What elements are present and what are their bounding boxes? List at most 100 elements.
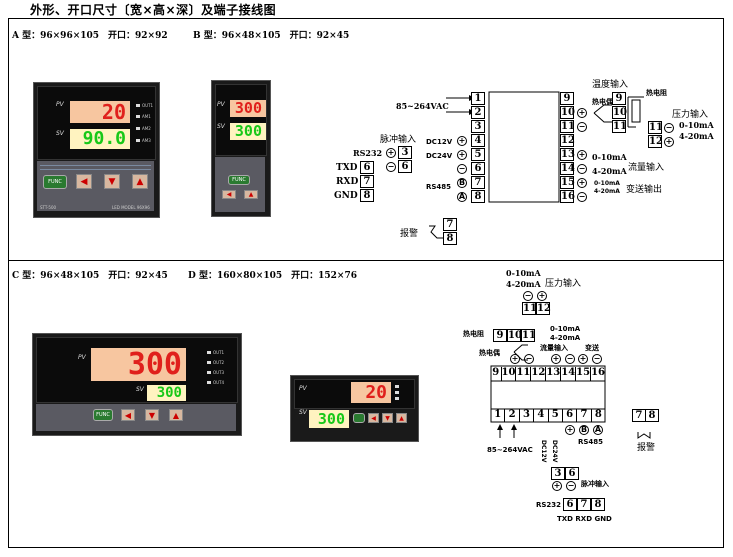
dc12-label: DC12V bbox=[540, 440, 547, 463]
terminal: 11 bbox=[521, 329, 536, 342]
instrument-c: PV 300 SV 300 OUT1 OUT2 OUT3 OUT4 FUNC ◀… bbox=[32, 333, 242, 436]
pv-tag: PV bbox=[217, 101, 225, 108]
led-indicator bbox=[136, 104, 140, 107]
sv-display: 300 bbox=[309, 410, 349, 428]
pressure-label: 压力输入 bbox=[672, 110, 709, 120]
up-arrow-icon: ▲ bbox=[136, 176, 144, 187]
left-key[interactable]: ◀ bbox=[368, 413, 379, 423]
rxd-label: RXD bbox=[336, 177, 359, 187]
led-label: AM1 bbox=[142, 114, 151, 119]
func-key[interactable] bbox=[353, 413, 365, 423]
minus-symbol: − bbox=[523, 291, 533, 301]
up-key[interactable]: ▲ bbox=[244, 190, 258, 199]
terminal: 5 bbox=[471, 148, 485, 161]
temp-input-label: 温度输入 bbox=[592, 80, 629, 90]
minus-symbol: − bbox=[457, 164, 467, 174]
left-key[interactable]: ◀ bbox=[76, 174, 92, 189]
pulse-label: 脉冲输入 bbox=[380, 135, 417, 145]
stripe bbox=[40, 169, 151, 170]
led-indicator bbox=[136, 139, 140, 142]
flow-ma1: 0-10mA bbox=[592, 152, 627, 162]
left-key[interactable]: ◀ bbox=[222, 190, 236, 199]
rs232-label: RS232 bbox=[353, 148, 383, 158]
left-arrow-icon: ◀ bbox=[80, 176, 88, 187]
minus-symbol: − bbox=[577, 122, 587, 132]
instrument-a: PV 20 SV 90.0 OUT1 AM1 AM2 AM3 FUNC ◀ ▼ … bbox=[33, 82, 160, 218]
gnd-label: GND bbox=[334, 191, 358, 201]
led-indicator bbox=[136, 127, 140, 130]
pressure-ma1: 0-10mA bbox=[506, 268, 541, 278]
terminal: 3 bbox=[398, 146, 412, 159]
led-label: OUT1 bbox=[213, 350, 225, 355]
terminal: 14 bbox=[561, 367, 577, 381]
plus-symbol: + bbox=[578, 354, 588, 364]
terminal: 12 bbox=[648, 135, 663, 148]
minus-symbol: − bbox=[524, 354, 534, 364]
a-symbol: A bbox=[593, 425, 603, 435]
pv-display: 20 bbox=[70, 101, 130, 123]
terminal: 7 bbox=[632, 409, 646, 422]
led-label: AM3 bbox=[142, 138, 151, 143]
txd-rxd-gnd-label: TXD RXD GND bbox=[557, 515, 612, 523]
func-key[interactable]: FUNC bbox=[228, 175, 250, 185]
pressure-ma2: 4-20mA bbox=[506, 279, 541, 289]
terminal: 13 bbox=[560, 148, 575, 161]
terminal: 15 bbox=[576, 367, 592, 381]
terminal: 16 bbox=[591, 367, 605, 378]
terminal-row-top: 9 10 11 12 13 14 15 16 bbox=[491, 367, 605, 381]
display-panel bbox=[215, 84, 267, 156]
down-key[interactable]: ▼ bbox=[382, 413, 393, 423]
down-key[interactable]: ▼ bbox=[145, 409, 159, 421]
terminal: 11 bbox=[522, 302, 537, 315]
section-divider bbox=[8, 260, 724, 261]
led-label: OUT2 bbox=[213, 360, 225, 365]
up-key[interactable]: ▲ bbox=[169, 409, 183, 421]
sv-tag: SV bbox=[136, 386, 144, 393]
func-key[interactable]: FUNC bbox=[43, 175, 67, 189]
terminal: 12 bbox=[536, 302, 551, 315]
up-key[interactable]: ▲ bbox=[396, 413, 407, 423]
terminal: 7 bbox=[577, 498, 591, 511]
terminal: 10 bbox=[507, 329, 522, 342]
section-c-heading: C 型：96×48×105 开口：92×45 bbox=[12, 271, 168, 281]
func-key[interactable]: FUNC bbox=[93, 409, 113, 421]
terminal: 8 bbox=[594, 409, 602, 420]
trans-ma2: 4-20mA bbox=[594, 188, 620, 195]
terminal: 9 bbox=[612, 92, 626, 105]
led-label: OUT3 bbox=[213, 370, 225, 375]
up-key[interactable]: ▲ bbox=[132, 174, 148, 189]
rtd-label: 热电阻 bbox=[646, 89, 667, 97]
dc12-label: DC12V bbox=[426, 138, 453, 146]
terminal: 3 bbox=[471, 120, 485, 133]
left-key[interactable]: ◀ bbox=[121, 409, 135, 421]
terminal: 2 bbox=[471, 106, 485, 119]
down-arrow-icon: ▼ bbox=[108, 176, 116, 187]
terminal: 9 bbox=[491, 367, 502, 381]
minus-symbol: − bbox=[577, 164, 587, 174]
terminal: 9 bbox=[493, 329, 507, 342]
plus-symbol: + bbox=[537, 291, 547, 301]
flow-ma2: 4-20mA bbox=[592, 166, 627, 176]
alarm-label: 报警 bbox=[637, 443, 656, 453]
down-key[interactable]: ▼ bbox=[104, 174, 120, 189]
up-arrow-icon: ▲ bbox=[248, 191, 254, 198]
terminal: 6 bbox=[563, 498, 577, 511]
instrument-b: PV 300 SV 300 FUNC ◀ ▲ bbox=[211, 80, 271, 217]
alarm-label: 报警 bbox=[400, 229, 419, 239]
terminal: 10 bbox=[502, 367, 517, 381]
terminal: 3 bbox=[551, 467, 565, 480]
plus-symbol: + bbox=[551, 354, 561, 364]
pv-tag: PV bbox=[299, 385, 307, 392]
trans-ma1: 0-10mA bbox=[594, 180, 620, 187]
sv-display: 300 bbox=[230, 123, 266, 140]
plus-symbol: + bbox=[664, 137, 674, 147]
model-label: STT-500 bbox=[40, 205, 57, 210]
keypad bbox=[36, 404, 236, 431]
terminal: 7 bbox=[360, 175, 374, 188]
transmit-output-label: 变送输出 bbox=[626, 185, 663, 195]
terminal: 9 bbox=[560, 92, 574, 105]
b-symbol: B bbox=[457, 178, 467, 188]
sv-display: 90.0 bbox=[70, 129, 130, 149]
section-d-heading: D 型：160×80×105 开口：152×76 bbox=[188, 271, 357, 281]
